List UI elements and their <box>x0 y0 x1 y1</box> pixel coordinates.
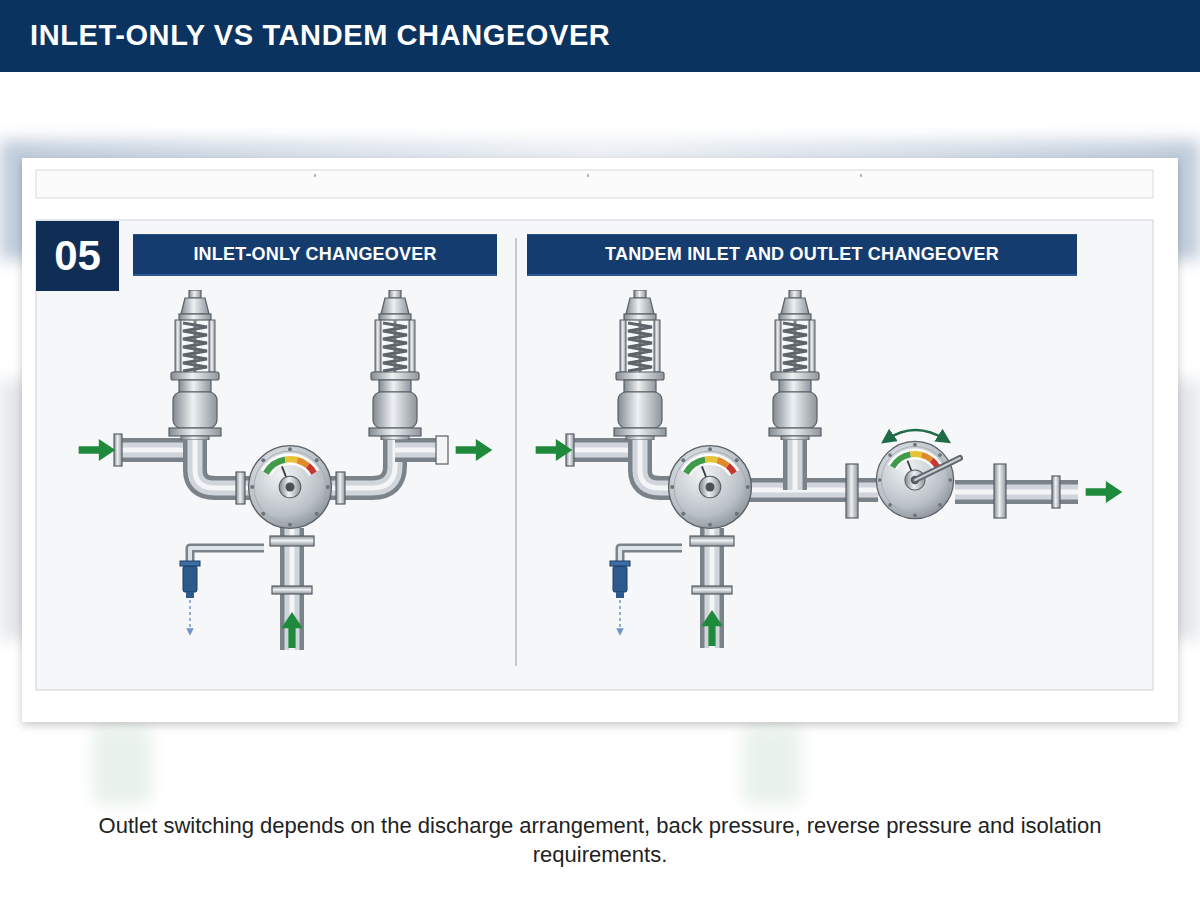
pipework-left <box>118 436 448 650</box>
panel-frame <box>36 220 1153 690</box>
inlet-arrow <box>79 439 116 461</box>
strip-ticks <box>315 174 861 177</box>
step-badge: 05 <box>36 221 119 291</box>
callout-number: 05 <box>54 232 101 280</box>
page-title: INLET-ONLY VS TANDEM CHANGEOVER <box>30 17 1130 53</box>
caption: Outlet switching depends on the discharg… <box>55 811 1145 869</box>
pipe-flanges-left <box>114 434 448 594</box>
pipework-right <box>568 436 1078 648</box>
panel-divider <box>515 238 517 666</box>
top-strip <box>36 170 1153 198</box>
outlet-arrow <box>456 439 493 461</box>
pipe-flanges-right <box>566 434 1060 594</box>
panel-heading: INLET-ONLY CHANGEOVER <box>133 234 497 276</box>
drain-valve <box>180 561 200 598</box>
card <box>22 158 1178 722</box>
drain-flow <box>189 600 191 632</box>
relief-valve <box>369 290 421 440</box>
rotation-arrow <box>886 430 946 440</box>
text-group: 05 <box>54 232 101 280</box>
supply-arrow <box>701 610 723 646</box>
relief-valve <box>769 290 821 440</box>
heading-text: TANDEM INLET AND OUTLET CHANGEOVER <box>605 244 999 265</box>
drain-flow <box>619 600 621 632</box>
background-haze <box>92 725 152 805</box>
outlet-arrow <box>1086 481 1123 503</box>
relief-valve <box>614 290 666 440</box>
heading-text: INLET-ONLY CHANGEOVER <box>193 244 436 265</box>
relief-valve <box>169 290 221 440</box>
background-haze <box>742 725 802 805</box>
supply-arrow <box>281 612 303 648</box>
valve-handle <box>915 458 960 480</box>
drain-valve <box>610 561 630 598</box>
changeover-valve <box>669 446 752 529</box>
valve-handle <box>915 458 960 480</box>
changeover-valve <box>249 446 332 529</box>
text-group: TANDEM INLET AND OUTLET CHANGEOVER <box>605 244 999 265</box>
text-group: INLET-ONLY CHANGEOVER <box>193 244 436 265</box>
panel-heading: TANDEM INLET AND OUTLET CHANGEOVER <box>527 234 1077 276</box>
inlet-arrow <box>536 439 573 461</box>
